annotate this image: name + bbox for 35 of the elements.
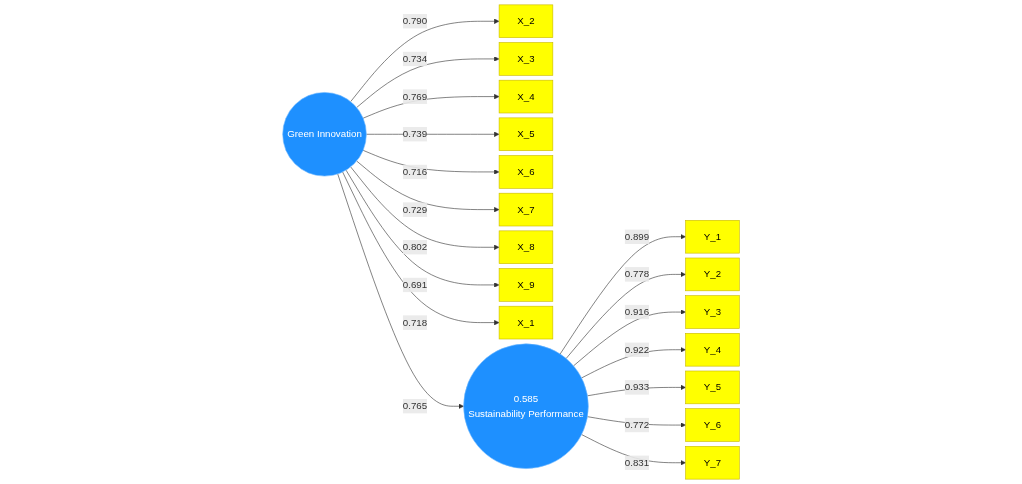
node-box: X_2 [498, 4, 554, 38]
node-box: X_7 [498, 192, 554, 227]
edge-label: 0.899 [624, 231, 650, 242]
edge-label: 0.790 [402, 15, 428, 27]
node-box: Y_1 [685, 220, 740, 254]
node-box: X_1 [498, 305, 554, 340]
edge-label: 0.933 [624, 381, 650, 393]
edge-label: 0.922 [624, 344, 650, 355]
edge-label: 0.802 [402, 241, 428, 253]
node-box: X_8 [498, 230, 554, 264]
edge-label: 0.831 [624, 457, 650, 468]
node-box: X_5 [498, 117, 554, 151]
edge-label: 0.716 [402, 166, 428, 177]
edge-label: 0.778 [624, 268, 650, 280]
edge-label: 0.691 [402, 279, 428, 290]
node-circle: 0.585 Sustainability Performance [463, 343, 589, 469]
edge-label: 0.739 [402, 128, 428, 140]
edge-label: 0.916 [624, 306, 650, 317]
node-box: Y_3 [685, 295, 740, 329]
node-box: Y_4 [685, 333, 740, 367]
node-box: X_9 [498, 268, 554, 302]
node-circle: Green Innovation [282, 92, 367, 177]
edge-label: 0.729 [402, 204, 428, 215]
node-box: Y_6 [685, 408, 740, 442]
node-box: Y_5 [685, 370, 740, 405]
edge-label: 0.734 [402, 53, 428, 64]
node-box: X_3 [498, 42, 554, 76]
node-box: Y_7 [685, 446, 740, 480]
node-box: X_6 [498, 155, 554, 189]
edge-label: 0.769 [402, 91, 428, 102]
edge-label: 0.772 [624, 419, 650, 430]
node-box: Y_2 [685, 257, 740, 292]
edge-label: 0.718 [402, 317, 428, 328]
edge-label: 0.765 [402, 400, 428, 412]
node-box: X_4 [498, 79, 554, 114]
